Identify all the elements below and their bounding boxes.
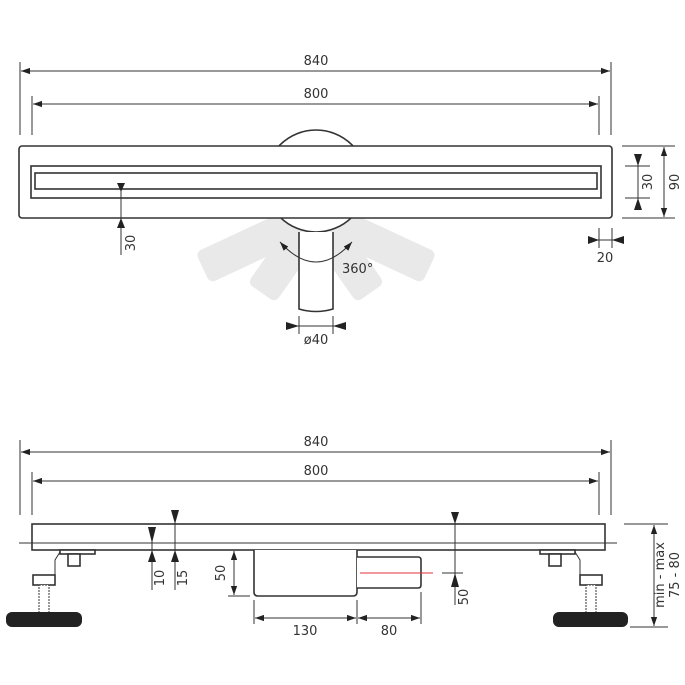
left-foot-knob [6,612,82,627]
grate-slot-inner [34,172,598,190]
dimension-trap-outlet-length: 130 80 [253,592,422,639]
top-view: 840 800 360° 30 ø40 30 [18,54,683,348]
rotation-label: 360° [342,262,373,277]
dim-label-800: 800 [304,87,329,102]
drain-channel-side [31,523,606,551]
outlet-pipe [298,232,334,313]
side-view: 840 800 10 15 50 [6,435,683,639]
dimension-840-top: 840 [19,54,612,135]
dim-label-flange: 10 [153,570,168,587]
dim-label-trap-length: 130 [293,624,318,639]
dimension-outlet-height: 50 [442,512,472,605]
right-foot-knob [553,612,628,627]
dim-label-pipe-diameter: ø40 [304,333,329,348]
dim-label-grate-height: 15 [176,570,191,587]
dimension-flange: 10 15 [148,510,191,590]
dimension-800-side: 800 [31,464,600,515]
dimension-trap-height: 50 [214,551,250,597]
dimension-height-range: min - max 75 - 80 [624,523,683,628]
dim-label-840-side: 840 [304,435,329,450]
dimension-overall-width: 90 [622,145,683,219]
dim-label-800-side: 800 [304,464,329,479]
dim-label-edge-width: 20 [597,251,614,266]
left-adjustable-foot [6,549,96,627]
dimension-840-side: 840 [19,435,612,515]
rotation-arrow [279,241,353,263]
dimension-slot-offset: 30 [117,183,139,255]
dim-label-slot-offset: 30 [124,235,139,252]
dim-label-overall-width: 90 [668,174,683,191]
trap-box [253,550,358,597]
dim-label-outlet-height: 50 [457,589,472,606]
dimension-pipe-diameter: ø40 [286,316,346,348]
dim-label-min-max: min - max [653,542,668,608]
dim-label-slot-width: 30 [641,174,656,191]
dim-label-840: 840 [304,54,329,69]
dimension-slot-width: 30 [625,154,656,210]
dimension-edge-width: 20 [588,228,624,266]
right-adjustable-foot [539,549,628,627]
dim-label-height-range: 75 - 80 [668,552,683,598]
dim-label-trap-height: 50 [214,565,229,582]
dim-label-outlet-length: 80 [381,624,398,639]
dimension-800-top: 800 [31,87,600,135]
